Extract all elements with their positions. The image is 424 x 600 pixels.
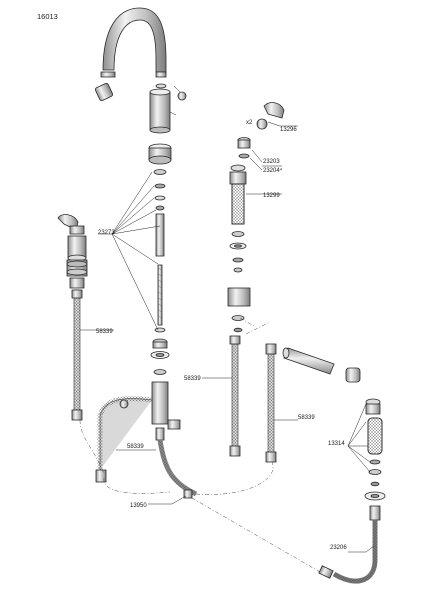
- label-13299: 13299: [263, 193, 280, 199]
- supply-hoses: [71, 289, 378, 584]
- leader-lines: [80, 121, 375, 553]
- center-stack: [148, 143, 181, 441]
- right-handle-valve: [227, 102, 285, 333]
- label-13314: 13314: [328, 441, 345, 447]
- label-23206: 23206: [330, 545, 347, 551]
- left-handle-valve: [57, 214, 88, 295]
- label-58339-left: 58339: [96, 329, 113, 335]
- label-23273: 23273: [98, 230, 115, 236]
- side-spray-assembly: [282, 347, 386, 521]
- label-qty-x2: x2: [246, 120, 253, 126]
- drawing-number: 16013: [37, 12, 58, 21]
- assembly-lines: [79, 317, 321, 573]
- label-13296: 13296: [280, 127, 297, 133]
- label-58339-right: 58339: [298, 415, 315, 421]
- label-23203: 23203: [263, 159, 280, 165]
- label-13950: 13950: [130, 503, 147, 509]
- label-23204: 23204⁴: [263, 167, 283, 174]
- label-58339-lower: 58339: [127, 444, 144, 450]
- spout-assembly: [94, 7, 187, 134]
- part-number-labels: 13296 x2 23203 23204⁴ 13299 23273 58339 …: [96, 120, 347, 551]
- label-58339-center: 58339: [184, 376, 201, 382]
